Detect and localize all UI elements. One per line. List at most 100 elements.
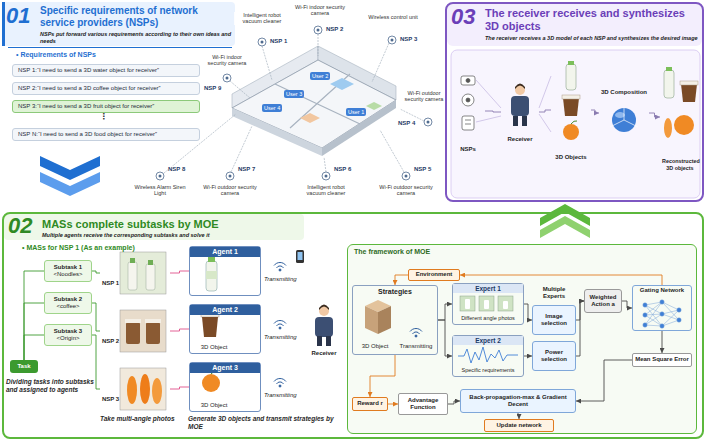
header-band <box>447 4 702 46</box>
photo <box>126 322 140 344</box>
expert-picture <box>458 296 518 363</box>
device-name: Wi-Fi indoor security camera <box>202 54 252 67</box>
strategy-object <box>365 306 378 334</box>
user-tag: User 3 <box>284 90 304 98</box>
composition-sphere <box>610 108 638 127</box>
photo <box>120 310 166 352</box>
expert-box: Expert 1Different angle photos <box>452 283 524 325</box>
device-icon-dot <box>427 121 430 124</box>
photo <box>152 378 162 404</box>
smart-home-illustration <box>300 113 320 123</box>
backprop-box: Back-propagation-max & Gradient Decent <box>460 389 576 413</box>
gating-network-box-text: Gating Network <box>635 287 689 294</box>
object-group: 3D Objects <box>551 58 591 162</box>
expert-group-label-text: Multiple Experts <box>534 286 574 300</box>
composition-sphere: 3D Composition <box>599 88 649 138</box>
agents-panel-text: Multiple agents receive the correspondin… <box>42 232 292 239</box>
moe-framework: The framework of MOEEnvironmentStrategie… <box>347 244 697 434</box>
device-name: Intelligent robot vacuum cleaner <box>298 184 354 197</box>
strategy-object <box>365 300 391 334</box>
reconstructed-objects: Reconstructed 3D objects <box>660 62 700 172</box>
device-icon <box>258 38 266 46</box>
person-icon <box>319 305 329 311</box>
user-tag: User 2 <box>310 72 330 80</box>
person-icon <box>511 96 529 116</box>
smart-home-illustration <box>322 100 396 156</box>
fan-line <box>539 114 551 132</box>
person-icon <box>513 116 518 126</box>
signal-label: Transmitting <box>264 334 297 341</box>
agent-object <box>202 374 220 392</box>
expert-picture <box>498 296 513 311</box>
requirement-row: NSP 1:“I need to send a 3D water object … <box>12 64 200 77</box>
step-note: Dividing tasks into subtasks and assigne… <box>6 378 96 394</box>
expert-picture <box>503 301 508 309</box>
photo <box>120 252 166 294</box>
agent-object <box>208 257 215 262</box>
wifi-icon <box>274 379 286 388</box>
agent-box: Agent 23D Object <box>189 304 261 354</box>
phone-icon <box>296 250 304 263</box>
connector <box>524 304 532 320</box>
loss-box-text: Mean Square Error <box>635 356 689 363</box>
signal-label: Transmitting <box>264 276 297 283</box>
smart-home-illustration <box>366 102 382 110</box>
object-3d <box>680 81 698 85</box>
header-band <box>2 2 702 240</box>
device-name: Wi-Fi outdoor security camera <box>202 184 258 197</box>
neural-network-icon <box>643 323 647 327</box>
expert-box-text: Expert 1 <box>453 284 523 293</box>
reward-box: Reward r <box>352 397 388 411</box>
neural-network-icon <box>643 300 681 328</box>
selection-box: Power selection <box>532 341 576 371</box>
nsp-tag: NSP 9 <box>204 85 221 92</box>
neural-network-icon <box>660 324 664 328</box>
device-icon <box>322 172 330 180</box>
nsp-device-icon <box>466 98 470 102</box>
nsp-device-icon <box>462 94 474 106</box>
weighted-action-box-text: Weighted Action a <box>587 294 619 308</box>
neural-network-icon <box>643 313 647 317</box>
subtask-box: Subtask 1<Noodles> <box>44 260 92 282</box>
device-icon-dot <box>229 175 232 178</box>
requirement-row-text: NSP N:“I need to send a 3D food object f… <box>15 131 197 138</box>
photo-frame-text: NSP 2 <box>100 338 121 345</box>
object-3d <box>666 67 672 71</box>
nsp-tag: NSP 7 <box>238 166 255 173</box>
photo <box>146 264 155 290</box>
device-icon-dot <box>317 29 320 32</box>
device-name: Intelligent robot vacuum cleaner <box>234 12 290 25</box>
nsp-device-icon <box>461 76 475 130</box>
agent-box-text: Agent 1 <box>190 247 260 257</box>
fan-line <box>476 76 551 132</box>
strategies-box-text: Strategies <box>353 288 437 296</box>
connector <box>24 335 44 360</box>
gating-network-box: Gating Network <box>632 285 692 331</box>
photo-frame-text: NSP 1 <box>100 280 121 287</box>
signal-label: Transmitting <box>264 392 297 399</box>
wifi-icon <box>274 321 286 324</box>
connector <box>24 271 44 360</box>
object-3d <box>571 121 577 124</box>
device-icon <box>156 172 164 180</box>
device-name: Wireless control unit <box>366 14 420 20</box>
selection-box: Image selection <box>532 305 576 335</box>
device-icon <box>388 36 396 44</box>
neural-network-icon <box>645 302 679 326</box>
header-band <box>2 2 5 46</box>
down-chevron <box>40 156 100 196</box>
composition-sphere <box>610 108 638 132</box>
subtask-box-text: <Origin> <box>47 335 89 342</box>
person-icon <box>515 84 525 90</box>
strategies-box: Strategies3D ObjectTransmitting <box>352 285 438 355</box>
expert-picture <box>479 296 494 311</box>
strategy-object <box>378 306 391 334</box>
leader-line <box>262 46 272 80</box>
agent-object <box>206 261 217 291</box>
connector <box>591 110 599 113</box>
expert-picture <box>458 347 518 363</box>
fan-line <box>539 76 551 108</box>
nsp-device-icon <box>465 124 471 125</box>
composition-sphere-text: 3D Composition <box>601 89 647 96</box>
